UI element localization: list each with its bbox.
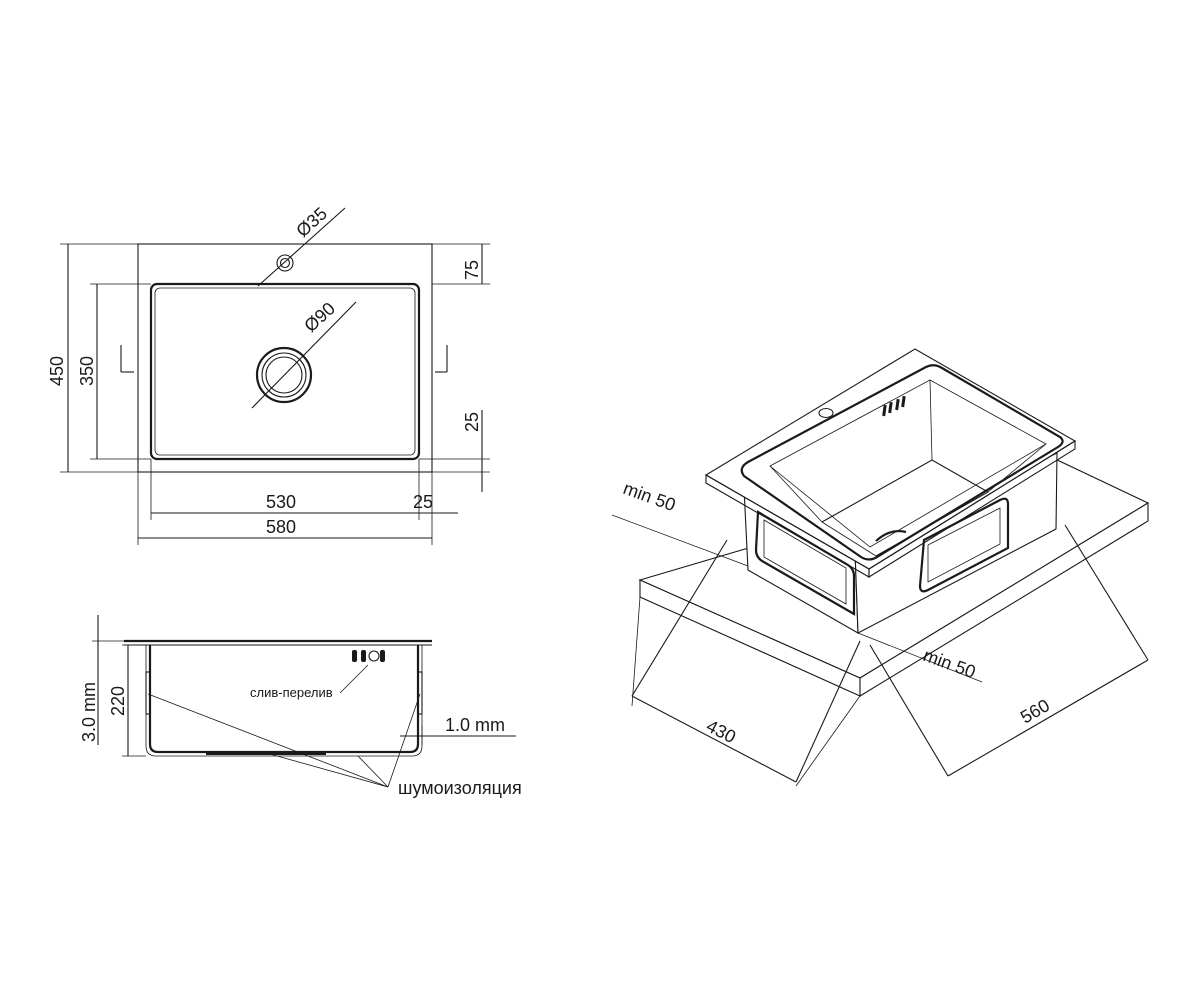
width-overall: 580 <box>266 517 296 537</box>
tap-hole-icon <box>276 254 294 272</box>
cabinet-width: 560 <box>1017 695 1053 727</box>
iso-drain-icon <box>875 529 907 542</box>
depth-bowl: 350 <box>77 356 97 386</box>
drain-hole-icon <box>255 346 313 404</box>
iso-overflow-icon <box>882 404 887 417</box>
insulation-label: шумоизоляция <box>398 778 522 798</box>
width-bowl: 530 <box>266 492 296 512</box>
insulation-pad-bottom <box>206 751 326 755</box>
wall-thickness: 1.0 mm <box>445 715 505 735</box>
depth-overall: 450 <box>47 356 67 386</box>
section-view: слив-перелив 3.0 mm 220 1.0 mm шумоизоля… <box>79 615 522 798</box>
top-view: Ø35 Ø90 450 350 75 25 <box>47 203 490 545</box>
iso-insulation-front <box>754 510 856 616</box>
drain-hole-diameter: Ø90 <box>300 298 339 336</box>
front-offset: 25 <box>462 412 482 432</box>
bowl-depth: 220 <box>108 686 128 716</box>
sink-outer-outline <box>137 243 433 473</box>
cabinet-depth: 430 <box>703 716 739 747</box>
iso-bowl-opening <box>740 364 1064 561</box>
rim-thickness: 3.0 mm <box>79 682 99 742</box>
min-clearance-side: min 50 <box>921 645 979 682</box>
back-offset: 75 <box>462 260 482 280</box>
bowl-inner-outline <box>154 287 416 456</box>
min-clearance-back: min 50 <box>621 478 679 515</box>
bowl-outline <box>149 282 421 461</box>
insulation-pad-right <box>417 671 423 715</box>
iso-insulation-side <box>918 497 1010 593</box>
iso-tap-hole-icon <box>818 407 834 419</box>
countertop-side-face <box>859 502 1149 697</box>
overflow-slot-icon <box>352 650 357 662</box>
tap-hole-diameter: Ø35 <box>292 203 331 241</box>
insulation-pad-left <box>145 671 151 715</box>
isometric-view: min 50 min 50 430 560 <box>611 348 1150 787</box>
edge-offset: 25 <box>413 492 433 512</box>
overflow-label: слив-перелив <box>250 685 333 700</box>
